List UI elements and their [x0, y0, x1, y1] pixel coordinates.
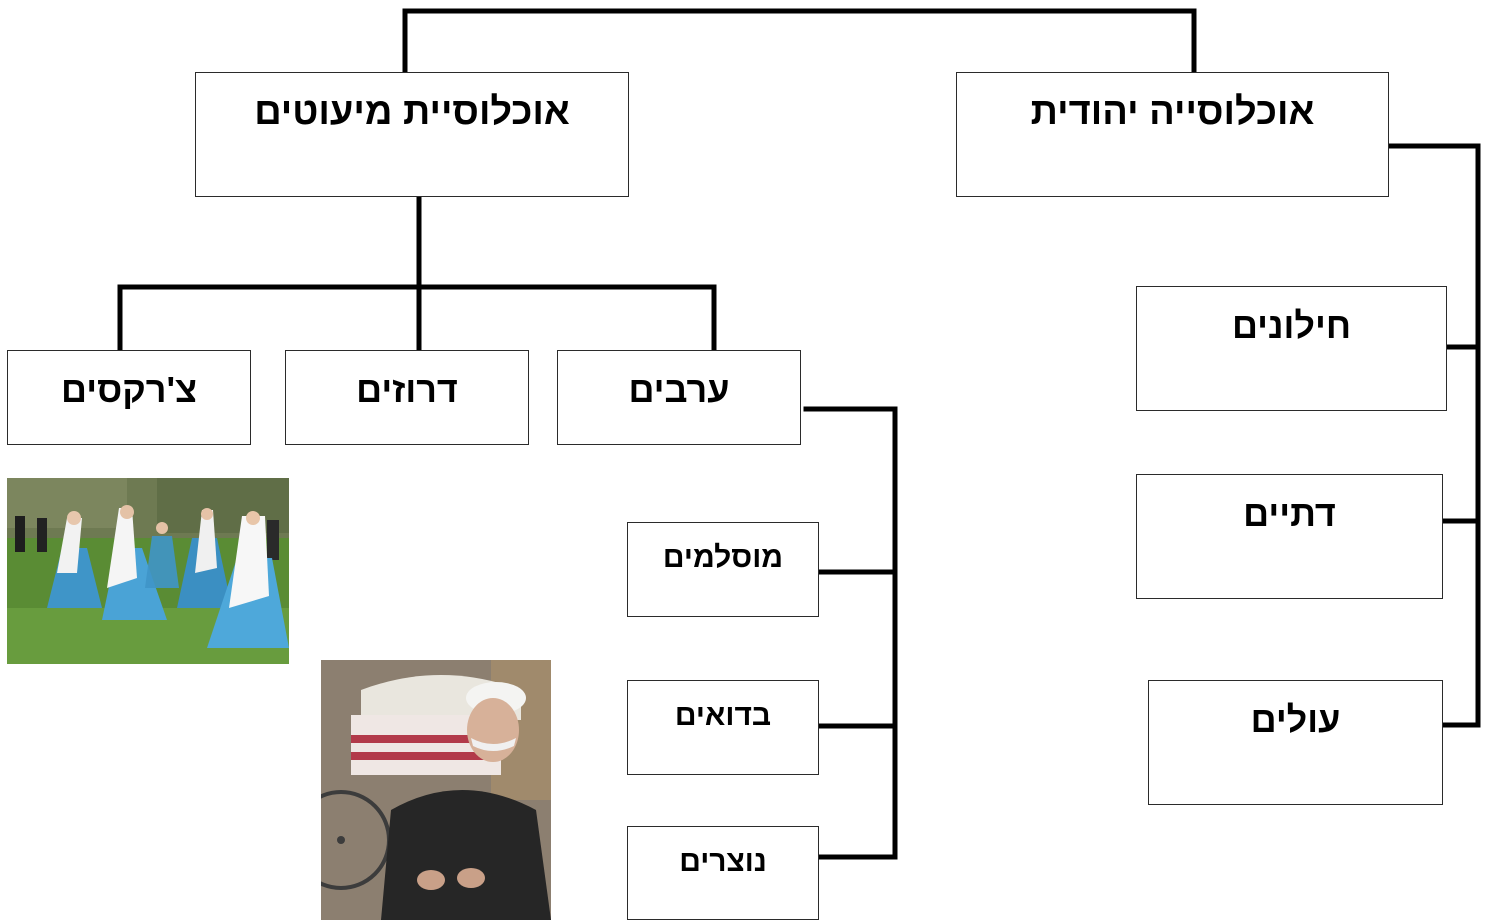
node-label: צ'רקסים	[61, 369, 197, 410]
node-label: נוצרים	[679, 845, 767, 878]
node-jewish-population: אוכלוסייה יהודית	[956, 72, 1389, 197]
node-circassians: צ'רקסים	[7, 350, 251, 445]
node-christians: נוצרים	[627, 826, 819, 920]
node-bedouins: בדואים	[627, 680, 819, 775]
node-label: חילונים	[1231, 305, 1352, 346]
node-religious: דתיים	[1136, 474, 1443, 599]
node-label: אוכלוסיית מיעוטים	[254, 91, 570, 133]
node-label: דתיים	[1243, 493, 1336, 534]
node-label: ערבים	[628, 369, 730, 410]
node-label: עולים	[1250, 699, 1341, 740]
node-immigrants: עולים	[1148, 680, 1443, 805]
node-muslims: מוסלמים	[627, 522, 819, 617]
node-secular: חילונים	[1136, 286, 1447, 411]
node-label: דרוזים	[356, 369, 458, 410]
circassian-dancers-photo	[7, 478, 289, 664]
node-label: אוכלוסייה יהודית	[1030, 91, 1315, 133]
node-arabs: ערבים	[557, 350, 801, 445]
node-label: בדואים	[674, 699, 772, 732]
node-minority-population: אוכלוסיית מיעוטים	[195, 72, 629, 197]
connector-root	[402, 8, 1197, 73]
connector-arabs-trunk	[803, 406, 898, 860]
connector-jewish-trunk	[1387, 143, 1481, 728]
druze-elder-photo	[321, 660, 551, 920]
node-label: מוסלמים	[662, 541, 784, 574]
node-druze: דרוזים	[285, 350, 529, 445]
